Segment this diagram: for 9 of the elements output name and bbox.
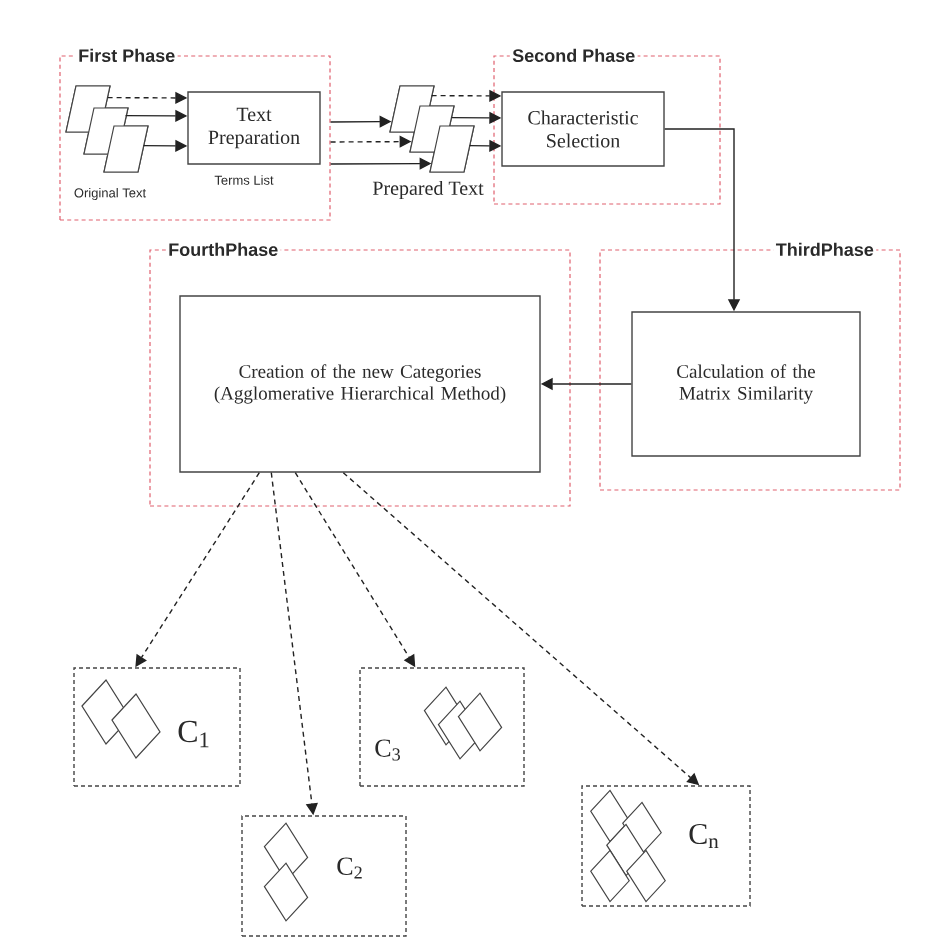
cluster-box: C$_{n}$ bbox=[581, 785, 751, 907]
process-box: Characteristic Selection bbox=[501, 91, 665, 167]
cluster-box: C$_{3}$ bbox=[359, 667, 525, 787]
process-box: Text Preparation bbox=[187, 91, 321, 165]
cluster-box: C$_{1}$ bbox=[73, 667, 241, 787]
process-box: Calculation of the Matrix Similarity bbox=[631, 311, 861, 457]
process-box: Creation of the new Categories (Agglomerative Hierarchical Method) bbox=[179, 295, 541, 473]
stack-label: Prepared Text bbox=[372, 180, 484, 200]
cluster-box: C$_{2}$ bbox=[241, 815, 407, 937]
